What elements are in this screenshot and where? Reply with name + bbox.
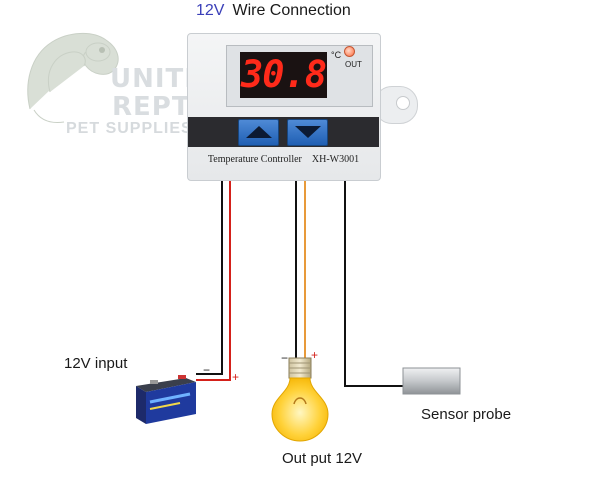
unit-label: °C bbox=[331, 50, 342, 60]
sensor-probe-label: Sensor probe bbox=[421, 406, 512, 423]
battery-icon bbox=[136, 375, 196, 424]
reptile-logo-watermark bbox=[27, 33, 119, 123]
mounting-hole bbox=[396, 96, 410, 110]
output-indicator-label: OUT bbox=[345, 60, 362, 69]
controller-model-number: XH-W3001 bbox=[311, 154, 360, 165]
button-panel bbox=[188, 117, 379, 147]
down-button[interactable] bbox=[287, 119, 328, 146]
watermark-text-pet-supplies: PET SUPPLIES bbox=[66, 120, 193, 137]
triangle-up-icon bbox=[245, 126, 272, 138]
battery-minus-sign: − bbox=[203, 363, 211, 377]
up-button[interactable] bbox=[238, 119, 279, 146]
output-indicator-led bbox=[344, 46, 355, 57]
title-text: Wire Connection bbox=[232, 2, 351, 19]
led-display bbox=[240, 52, 327, 98]
controller-label: Temperature Controller XH-W3001 bbox=[189, 154, 378, 165]
light-bulb-icon bbox=[271, 357, 329, 442]
temperature-reading: 30.8 bbox=[240, 53, 327, 96]
sensor-probe-icon bbox=[402, 367, 461, 395]
diagram-title: 12V Wire Connection bbox=[196, 2, 351, 20]
triangle-down-icon bbox=[294, 126, 321, 138]
sensor-probe-wire bbox=[344, 180, 404, 387]
title-voltage: 12V bbox=[196, 2, 225, 19]
battery-negative-wire bbox=[196, 180, 223, 375]
controller-model-name: Temperature Controller bbox=[207, 154, 302, 165]
output-label: Out put 12V bbox=[282, 450, 363, 467]
battery-plus-sign: + bbox=[232, 370, 240, 384]
bulb-minus-sign: − bbox=[281, 351, 289, 365]
bulb-plus-sign: + bbox=[311, 348, 319, 362]
input-label: 12V input bbox=[64, 355, 128, 372]
battery-positive-wire bbox=[196, 180, 231, 381]
